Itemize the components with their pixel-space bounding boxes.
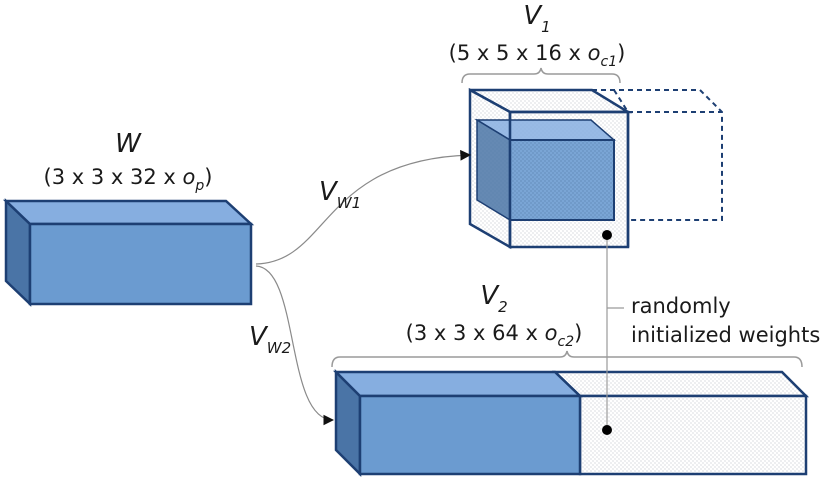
v2-random-dot [602, 425, 612, 435]
v2-block [332, 368, 810, 478]
v1-shape: (5 x 5 x 16 x oc1) [449, 41, 626, 70]
w-block-top-face [2, 199, 255, 226]
arrow-w-to-v1 [255, 149, 472, 265]
v2-block-front-face [358, 394, 582, 476]
v1-dashed-extension [592, 89, 723, 221]
v1-title: V1 [523, 1, 550, 36]
random-label-line2: initialized weights [631, 323, 820, 347]
v1-transferred-block [474, 118, 617, 222]
v2-shape: (3 x 3 x 64 x oc2) [406, 321, 583, 350]
v2-block-top-face [332, 370, 584, 398]
random-label-line1: randomly [631, 294, 731, 318]
v1-cube [468, 87, 723, 250]
w-block [2, 198, 255, 307]
w-block-front-face [28, 222, 253, 306]
v2-random-top-face [551, 370, 810, 398]
v1-random-dot [602, 230, 612, 240]
w-shape: (3 x 3 x 32 x op) [44, 165, 213, 194]
v1-brace [461, 67, 621, 84]
vw1-label: VW1 [319, 177, 361, 212]
v2-brace [331, 350, 803, 368]
vw2-label: VW2 [249, 322, 291, 357]
arrow-w-to-v2 [255, 265, 335, 426]
v2-title: V2 [480, 281, 507, 316]
v2-random-front-face [578, 394, 808, 476]
w-title: W [115, 129, 142, 159]
